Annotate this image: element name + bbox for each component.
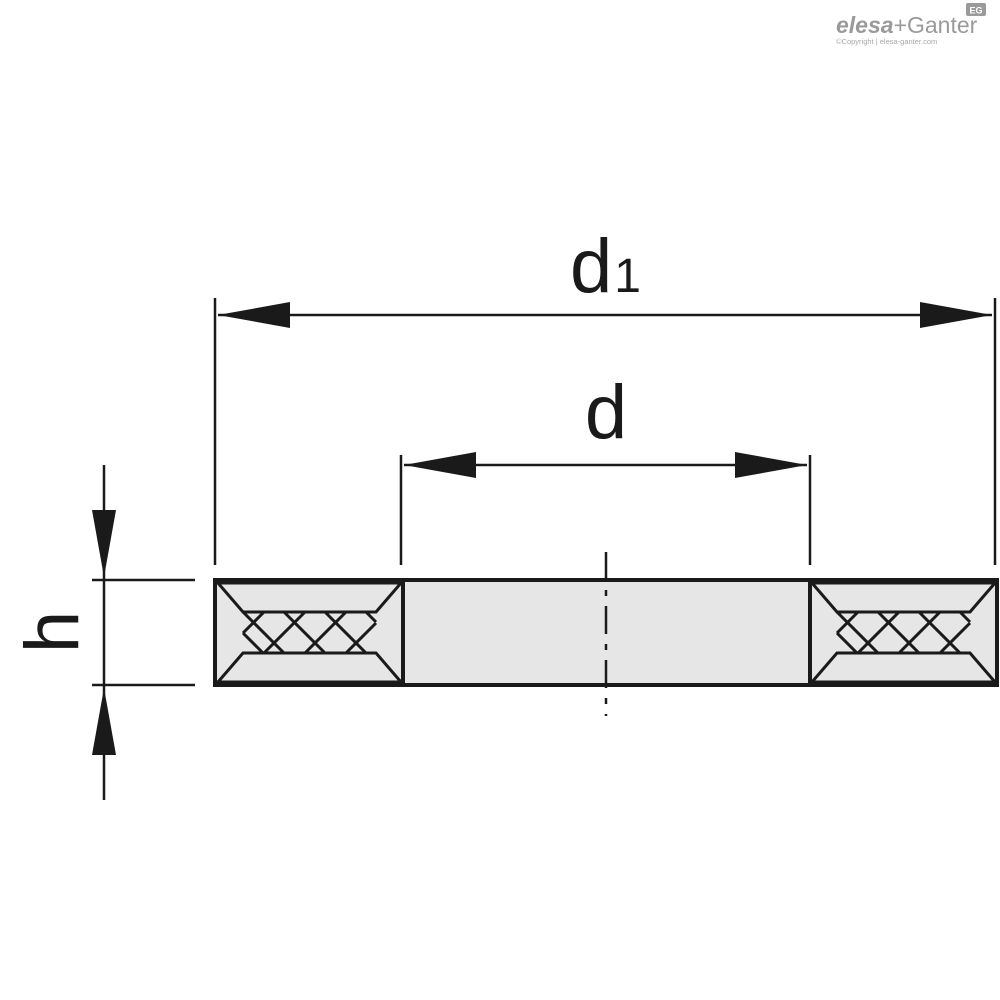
left-groove [214,581,405,614]
left-groove-bottom [214,651,405,684]
right-groove [808,581,999,614]
arrow-down-icon [92,510,116,577]
extension-lines [92,298,997,687]
brand-logo-elesa: elesa [836,12,894,38]
inner-diameter-label: d [585,370,627,455]
dimension-height: h [10,465,116,800]
right-rim-section [808,580,999,685]
arrow-right-icon [920,302,992,328]
brand-logo-ganter: Ganter [907,12,978,38]
brand-badge-text: EG [969,6,982,16]
dimension-inner-diameter: d [404,370,807,478]
svg-text:elesa+Ganter: elesa+Ganter [836,12,978,38]
arrow-left-icon [218,302,290,328]
left-hatch [241,610,378,655]
brand-logo-plus: + [894,12,907,38]
outer-diameter-label: d1 [570,224,641,309]
arrow-up-icon [92,688,116,755]
arrow-right-icon [735,452,807,478]
height-label: h [10,611,95,653]
right-groove-bottom [808,651,999,684]
brand-badge-icon [966,3,986,16]
brand-mark: elesa+Ganter EG ©Copyright | elesa-gante… [836,3,986,46]
brand-copyright: ©Copyright | elesa-ganter.com [836,37,937,46]
dimension-outer-diameter: d1 [218,224,992,328]
left-rim-section [214,580,405,685]
arrow-left-icon [404,452,476,478]
right-hatch [835,610,972,655]
